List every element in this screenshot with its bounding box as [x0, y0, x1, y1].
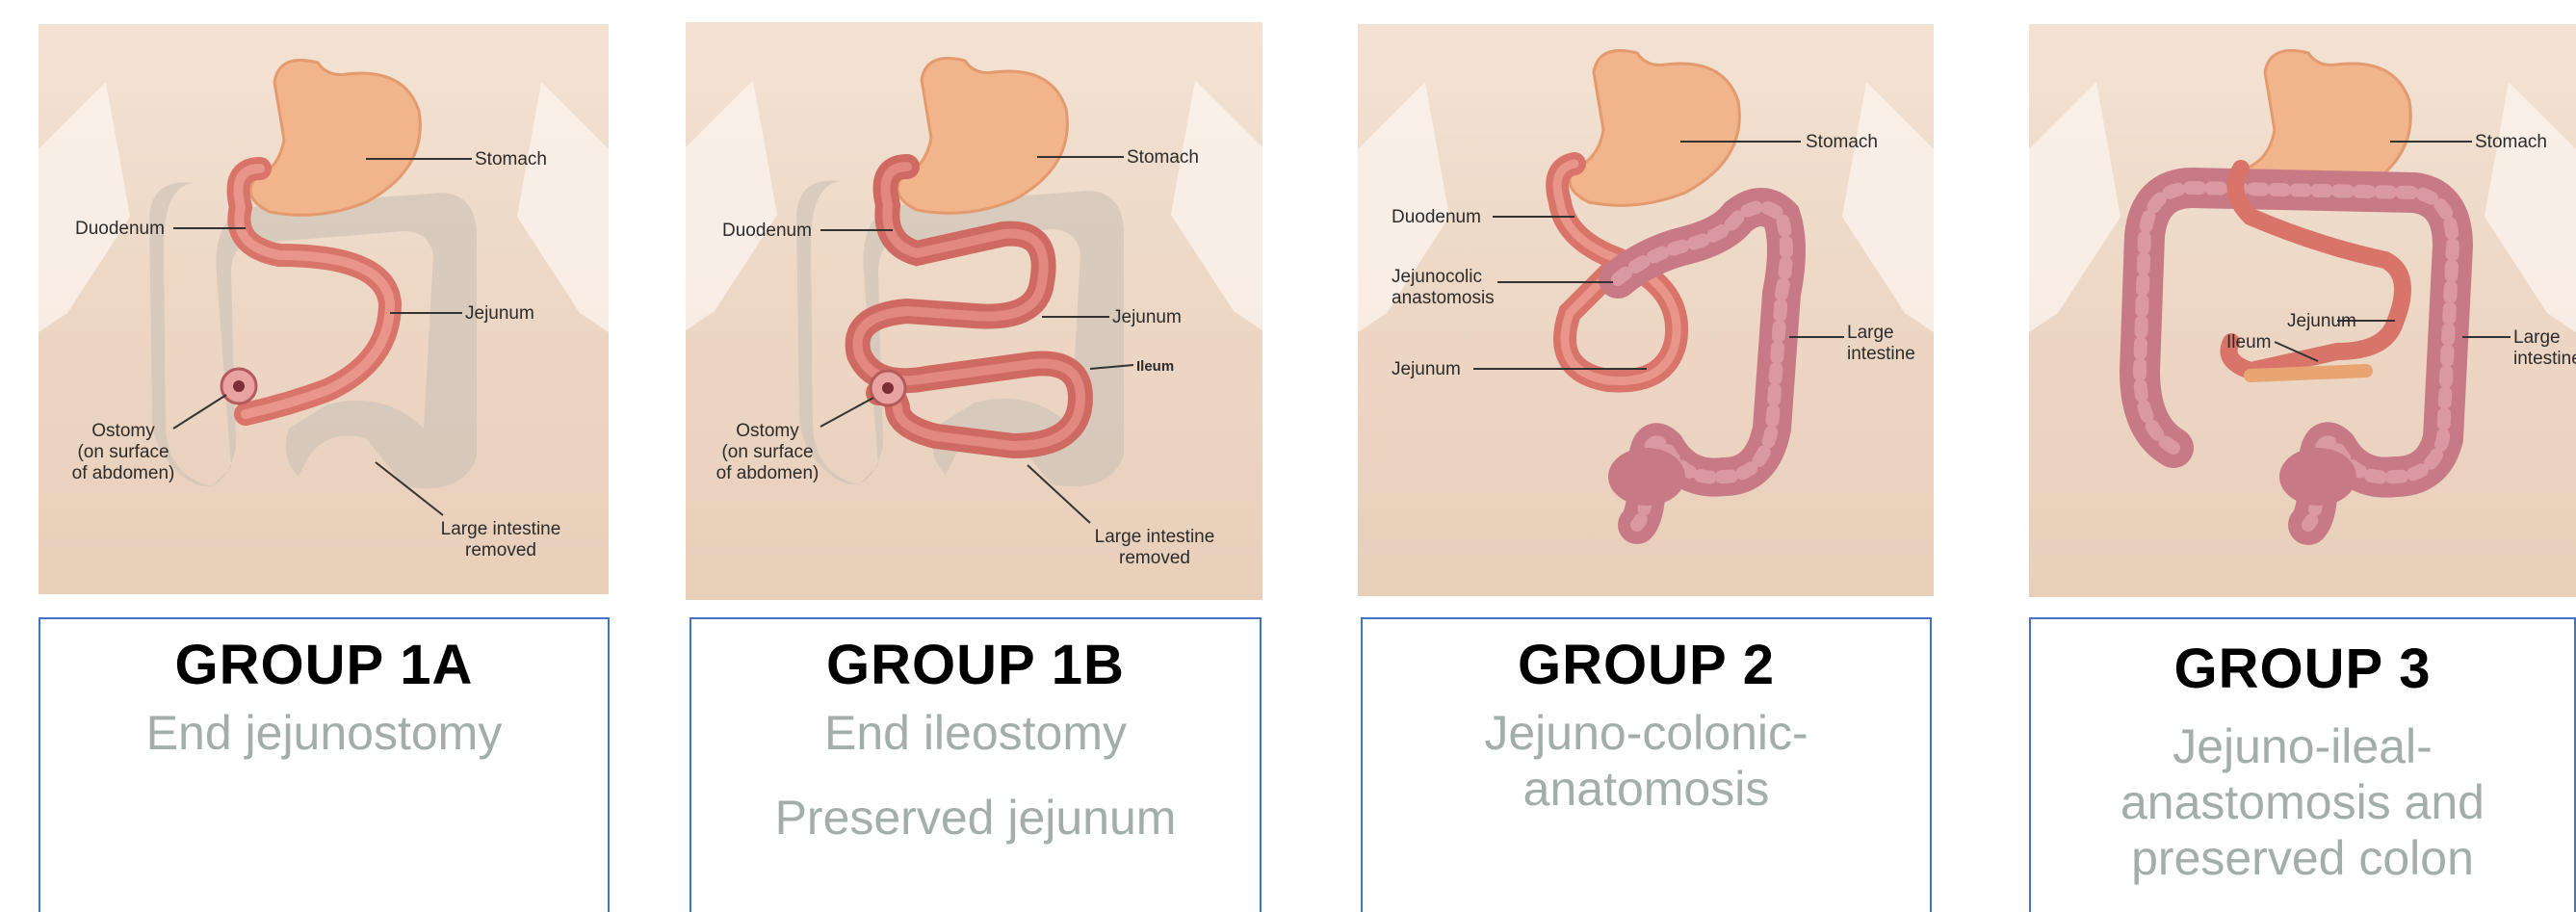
card-group-1b: GROUP 1B End ileostomy Preserved jejunum — [690, 617, 1262, 912]
stomach-shape — [1570, 51, 1739, 206]
stomach-label: Stomach — [475, 149, 547, 169]
duodenum-label: Duodenum — [722, 221, 812, 241]
anatomy-diagram-1a: Stomach Duodenum Jejunum Ostomy (on surf… — [39, 24, 609, 594]
stomach-label: Stomach — [1806, 132, 1878, 152]
group-description: End jejunostomy — [40, 705, 608, 761]
jejunum-label: Jejunum — [1392, 359, 1461, 379]
ostomy-label-2: (on surface — [721, 442, 813, 462]
duodenum-label: Duodenum — [1392, 207, 1481, 227]
illustration-group-2: Stomach Duodenum Jejunocolic anastomosis… — [1358, 24, 1934, 596]
large-intestine-label-1: Large — [1847, 323, 1894, 343]
jejunum-label: Jejunum — [1112, 307, 1182, 327]
card-group-2: GROUP 2 Jejuno-colonic- anatomosis — [1361, 617, 1932, 912]
large-intestine-label-1: Large — [2513, 327, 2561, 348]
rectum-shape — [2279, 448, 2356, 506]
group-description-line-2: anatomosis — [1363, 761, 1930, 817]
large-intestine-label-2: removed — [1119, 548, 1190, 568]
ostomy-label-3: of abdomen) — [716, 463, 820, 483]
large-intestine-label-2: intestine — [2513, 349, 2576, 369]
group-title: GROUP 1A — [40, 633, 608, 697]
illustration-group-1a: Stomach Duodenum Jejunum Ostomy (on surf… — [39, 24, 609, 594]
ostomy-label-2: (on surface — [77, 442, 169, 462]
stomach-label: Stomach — [2475, 132, 2547, 152]
ostomy-label-1: Ostomy — [736, 421, 799, 441]
large-intestine-label-1: Large intestine — [1095, 527, 1215, 547]
large-intestine-label-2: intestine — [1847, 344, 1915, 364]
group-description-line-2: Preserved jejunum — [691, 790, 1260, 846]
group-description-line-1: Jejuno-colonic- — [1363, 705, 1930, 761]
anastomosis-label-1: Jejunocolic — [1392, 267, 1482, 287]
rectum-shape — [1608, 448, 1685, 506]
ostomy-label-1: Ostomy — [91, 421, 155, 441]
stomach-shape — [250, 61, 420, 216]
group-title: GROUP 3 — [2031, 637, 2574, 701]
jejunum-label: Jejunum — [465, 303, 534, 324]
group-title: GROUP 1B — [691, 633, 1260, 697]
ileum-label: Ileum — [1136, 358, 1174, 375]
card-group-1a: GROUP 1A End jejunostomy — [39, 617, 610, 912]
group-description-line-1: Jejuno-ileal- — [2031, 718, 2574, 774]
duodenum-label: Duodenum — [75, 219, 165, 239]
card-group-3: GROUP 3 Jejuno-ileal- anastomosis and pr… — [2029, 617, 2576, 912]
jejunum-label: Jejunum — [2287, 311, 2356, 331]
stomach-label: Stomach — [1127, 147, 1199, 168]
group-description-line-2: anastomosis and — [2031, 774, 2574, 830]
ileum-label: Ileum — [2226, 332, 2271, 352]
group-title: GROUP 2 — [1363, 633, 1930, 697]
group-description-line-3: preserved colon — [2031, 830, 2574, 886]
illustration-group-1b: Stomach Duodenum Jejunum Ileum Ostomy (o… — [686, 22, 1262, 600]
large-intestine-label-1: Large intestine — [441, 519, 561, 539]
ileum-shape — [2251, 371, 2366, 376]
anatomy-diagram-2: Stomach Duodenum Jejunocolic anastomosis… — [1358, 24, 1934, 596]
large-intestine-label-2: removed — [465, 540, 536, 560]
illustration-group-3: Stomach Jejunum Ileum Large intestine — [2029, 24, 2576, 597]
anastomosis-label-2: anastomosis — [1392, 288, 1495, 308]
group-description-line-1: End ileostomy — [691, 705, 1260, 761]
stomach-shape — [898, 59, 1067, 214]
anatomy-diagram-1b: Stomach Duodenum Jejunum Ileum Ostomy (o… — [686, 22, 1262, 600]
anatomy-diagram-3: Stomach Jejunum Ileum Large intestine — [2029, 24, 2576, 597]
ostomy-label-3: of abdomen) — [72, 463, 175, 483]
